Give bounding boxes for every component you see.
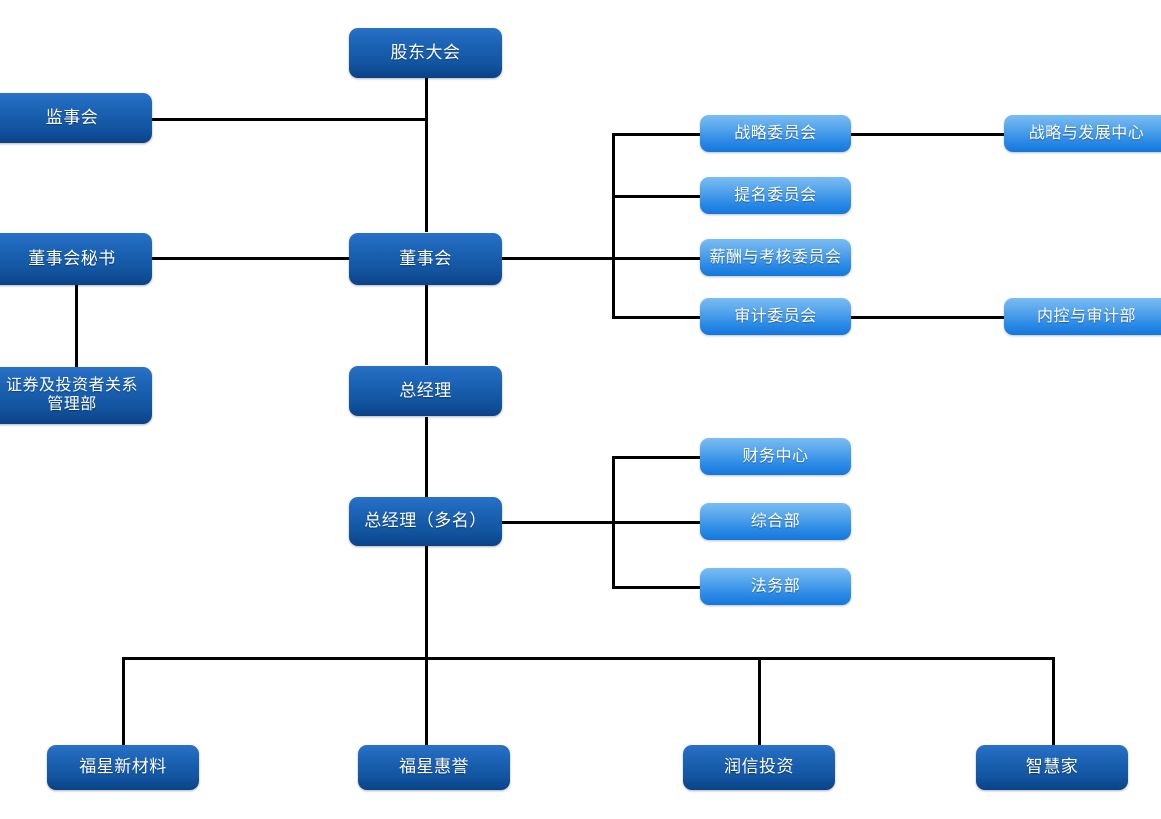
node-label: 董事会秘书 — [28, 248, 116, 268]
node-label: 总经理 — [399, 380, 452, 400]
connector-committee-trunk — [612, 133, 615, 319]
node-label: 综合部 — [750, 512, 801, 530]
connector-audit-committee-to-dept — [850, 316, 1006, 319]
node-label: 智慧家 — [1025, 757, 1079, 777]
node-label: 福星新材料 — [79, 757, 167, 777]
node-label: 财务中心 — [742, 447, 809, 465]
connector-trunk-to-finance-center — [612, 456, 702, 459]
node-label: 总经理（多名） — [364, 511, 487, 531]
node-strategy-development-center[interactable]: 战略与发展中心 — [1004, 115, 1161, 152]
connector-bus-to-zhihuijia — [1052, 657, 1055, 745]
connector-deputy-to-dept-trunk — [500, 521, 615, 524]
node-label: 证券及投资者关系 管理部 — [5, 376, 138, 413]
node-subsidiary-fuxing-huiyu[interactable]: 福星惠誉 — [358, 745, 510, 790]
node-label: 内控与审计部 — [1036, 307, 1136, 325]
connector-subsidiaries-bus — [122, 657, 1055, 660]
connector-spine-deputy-to-subsidiaries — [425, 546, 428, 660]
connector-strategy-committee-to-center — [850, 133, 1006, 136]
connector-trunk-to-audit-committee — [612, 316, 702, 319]
connector-trunk-to-remuneration-committee — [612, 257, 702, 260]
node-general-manager[interactable]: 总经理 — [349, 366, 502, 416]
node-label: 薪酬与考核委员会 — [709, 248, 842, 266]
connector-supervisory-board-to-spine — [152, 118, 428, 121]
connector-board-to-committee-trunk — [500, 257, 615, 260]
node-label: 股东大会 — [390, 42, 461, 62]
connector-spine-gm-to-deputy — [425, 417, 428, 497]
node-shareholders-meeting[interactable]: 股东大会 — [349, 28, 502, 78]
node-general-affairs-dept[interactable]: 综合部 — [700, 503, 851, 540]
connector-bus-to-fuxing-huiyu — [425, 657, 428, 745]
node-board-of-directors[interactable]: 董事会 — [349, 233, 502, 285]
connector-spine-shareholders-to-board — [425, 78, 428, 232]
node-label: 监事会 — [45, 107, 99, 127]
node-securities-investor-relations[interactable]: 证券及投资者关系 管理部 — [0, 367, 152, 424]
connector-bus-to-runxin-investment — [758, 657, 761, 745]
connector-spine-board-to-gm — [425, 285, 428, 365]
node-board-secretary[interactable]: 董事会秘书 — [0, 233, 152, 285]
node-label: 润信投资 — [724, 757, 794, 777]
node-subsidiary-zhihuijia[interactable]: 智慧家 — [976, 745, 1128, 790]
connector-trunk-to-nomination-committee — [612, 195, 702, 198]
node-label: 战略委员会 — [734, 124, 817, 142]
node-strategy-committee[interactable]: 战略委员会 — [700, 115, 851, 152]
connector-secretary-to-securities-dept — [75, 285, 78, 367]
node-finance-center[interactable]: 财务中心 — [700, 438, 851, 475]
node-nomination-committee[interactable]: 提名委员会 — [700, 177, 851, 214]
node-label: 福星惠誉 — [399, 757, 469, 777]
connector-trunk-to-general-affairs — [612, 521, 702, 524]
node-label: 审计委员会 — [734, 307, 817, 325]
connector-trunk-to-strategy-committee — [612, 133, 702, 136]
node-supervisory-board[interactable]: 监事会 — [0, 93, 152, 143]
connector-bus-to-fuxing-new-materials — [122, 657, 125, 745]
node-audit-committee[interactable]: 审计委员会 — [700, 298, 851, 335]
node-label: 提名委员会 — [734, 186, 817, 204]
node-subsidiary-fuxing-new-materials[interactable]: 福星新材料 — [47, 745, 199, 790]
node-label: 董事会 — [399, 248, 452, 268]
node-deputy-general-managers[interactable]: 总经理（多名） — [349, 497, 502, 546]
connector-trunk-to-legal-affairs — [612, 586, 702, 589]
node-subsidiary-runxin-investment[interactable]: 润信投资 — [683, 745, 835, 790]
node-label: 法务部 — [750, 577, 801, 595]
connector-secretary-to-spine — [152, 257, 428, 260]
node-internal-control-audit-dept[interactable]: 内控与审计部 — [1004, 298, 1161, 335]
node-remuneration-committee[interactable]: 薪酬与考核委员会 — [700, 239, 851, 276]
node-legal-affairs-dept[interactable]: 法务部 — [700, 568, 851, 605]
node-label: 战略与发展中心 — [1028, 124, 1145, 142]
